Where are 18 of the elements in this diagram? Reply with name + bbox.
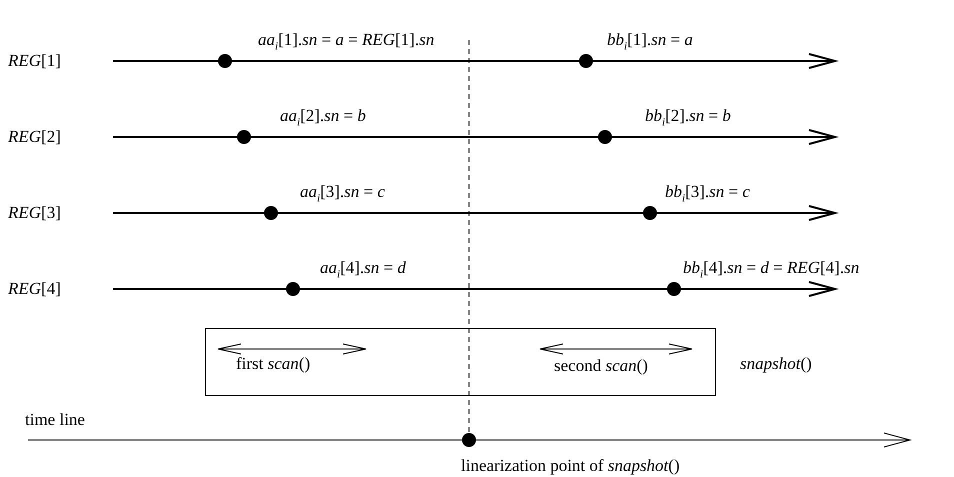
event-annotation: bb$_{i}$[4].sn = d = REG[4].sn: [683, 258, 860, 282]
time-line-label: time line: [25, 410, 85, 430]
scan-label: first scan(): [236, 354, 310, 374]
register-label: REG[2]: [8, 127, 61, 147]
event-annotation: bb$_{i}$[2].sn = b: [645, 106, 731, 130]
event-annotation: aa$_{i}$[2].sn = b: [280, 106, 366, 130]
event-annotation: aa$_{i}$[4].sn = d: [320, 258, 406, 282]
register-label: REG[4]: [8, 279, 61, 299]
register-label: REG[1]: [8, 51, 61, 71]
event-annotation: bb$_{i}$[3].sn = c: [665, 182, 750, 206]
scan-label: second scan(): [554, 356, 648, 376]
event-annotation: aa$_{i}$[1].sn = a = REG[1].sn: [258, 30, 434, 54]
event-annotation: bb$_{i}$[1].sn = a: [607, 30, 693, 54]
register-label: REG[3]: [8, 203, 61, 223]
event-annotation: aa$_{i}$[3].sn = c: [300, 182, 385, 206]
snapshot-label: snapshot(): [740, 354, 812, 374]
snapshot-box: [205, 328, 716, 396]
linearization-label: linearization point of snapshot(): [461, 456, 680, 476]
